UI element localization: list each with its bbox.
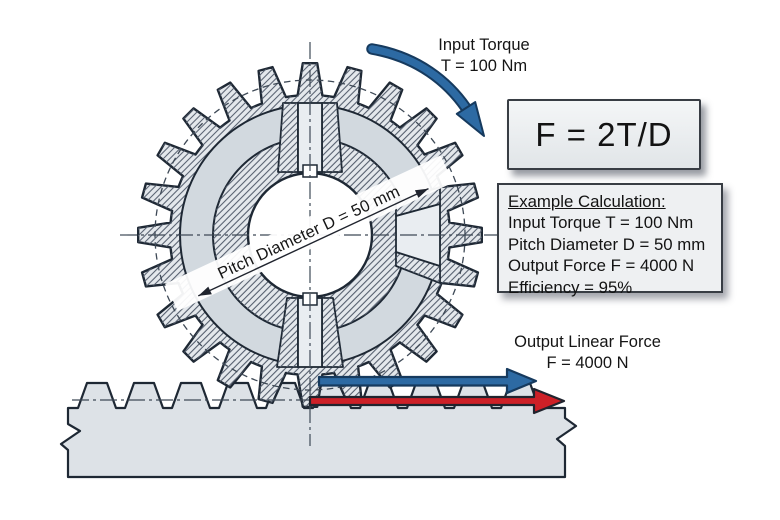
spoke-window-right (395, 203, 441, 267)
example-box-line-4: Efficiency = 95% (508, 277, 633, 297)
spoke-wedge-top-right-hatch (322, 103, 342, 172)
pitch-dimension-arrowhead-right (414, 188, 429, 198)
pitch-dimension-line (197, 187, 429, 297)
formula-box: F = 2T/D (507, 99, 701, 170)
spoke-wedge-bottom-right-hatch (322, 298, 343, 367)
output-force-arrow-red (308, 387, 566, 415)
input-torque-label-line1: Input Torque (438, 36, 530, 54)
example-box-title: Example Calculation: (508, 192, 666, 211)
input-torque-label: Input Torque T = 100 Nm (418, 35, 550, 76)
output-force-arrow-blue (317, 367, 538, 395)
spoke-wedge-right-top-hatch (396, 187, 440, 216)
spoke-wedge-bottom-left-hatch (277, 298, 298, 367)
output-force-label-line2: F = 4000 N (546, 353, 629, 372)
example-box-line-3: Output Force F = 4000 N (508, 256, 695, 276)
pitch-dimension-arrowhead-left (198, 286, 212, 296)
spoke-wedge-top-left-hatch (278, 103, 298, 172)
output-force-label: Output Linear Force F = 4000 N (500, 332, 675, 373)
output-force-label-line1: Output Linear Force (514, 333, 661, 351)
example-calculation-box: Example Calculation: Input Torque T = 10… (497, 183, 723, 297)
example-box-line-2: Pitch Diameter D = 50 mm (508, 234, 706, 254)
formula-text: F = 2T/D (535, 115, 673, 153)
example-box-line-1: Input Torque T = 100 Nm (508, 213, 694, 233)
pitch-label-band (165, 155, 454, 312)
input-torque-arrowhead (455, 101, 485, 137)
spoke-wedge-right-bottom-hatch (396, 252, 440, 283)
input-torque-arrow (368, 45, 470, 112)
input-torque-label-line2: T = 100 Nm (440, 56, 528, 75)
